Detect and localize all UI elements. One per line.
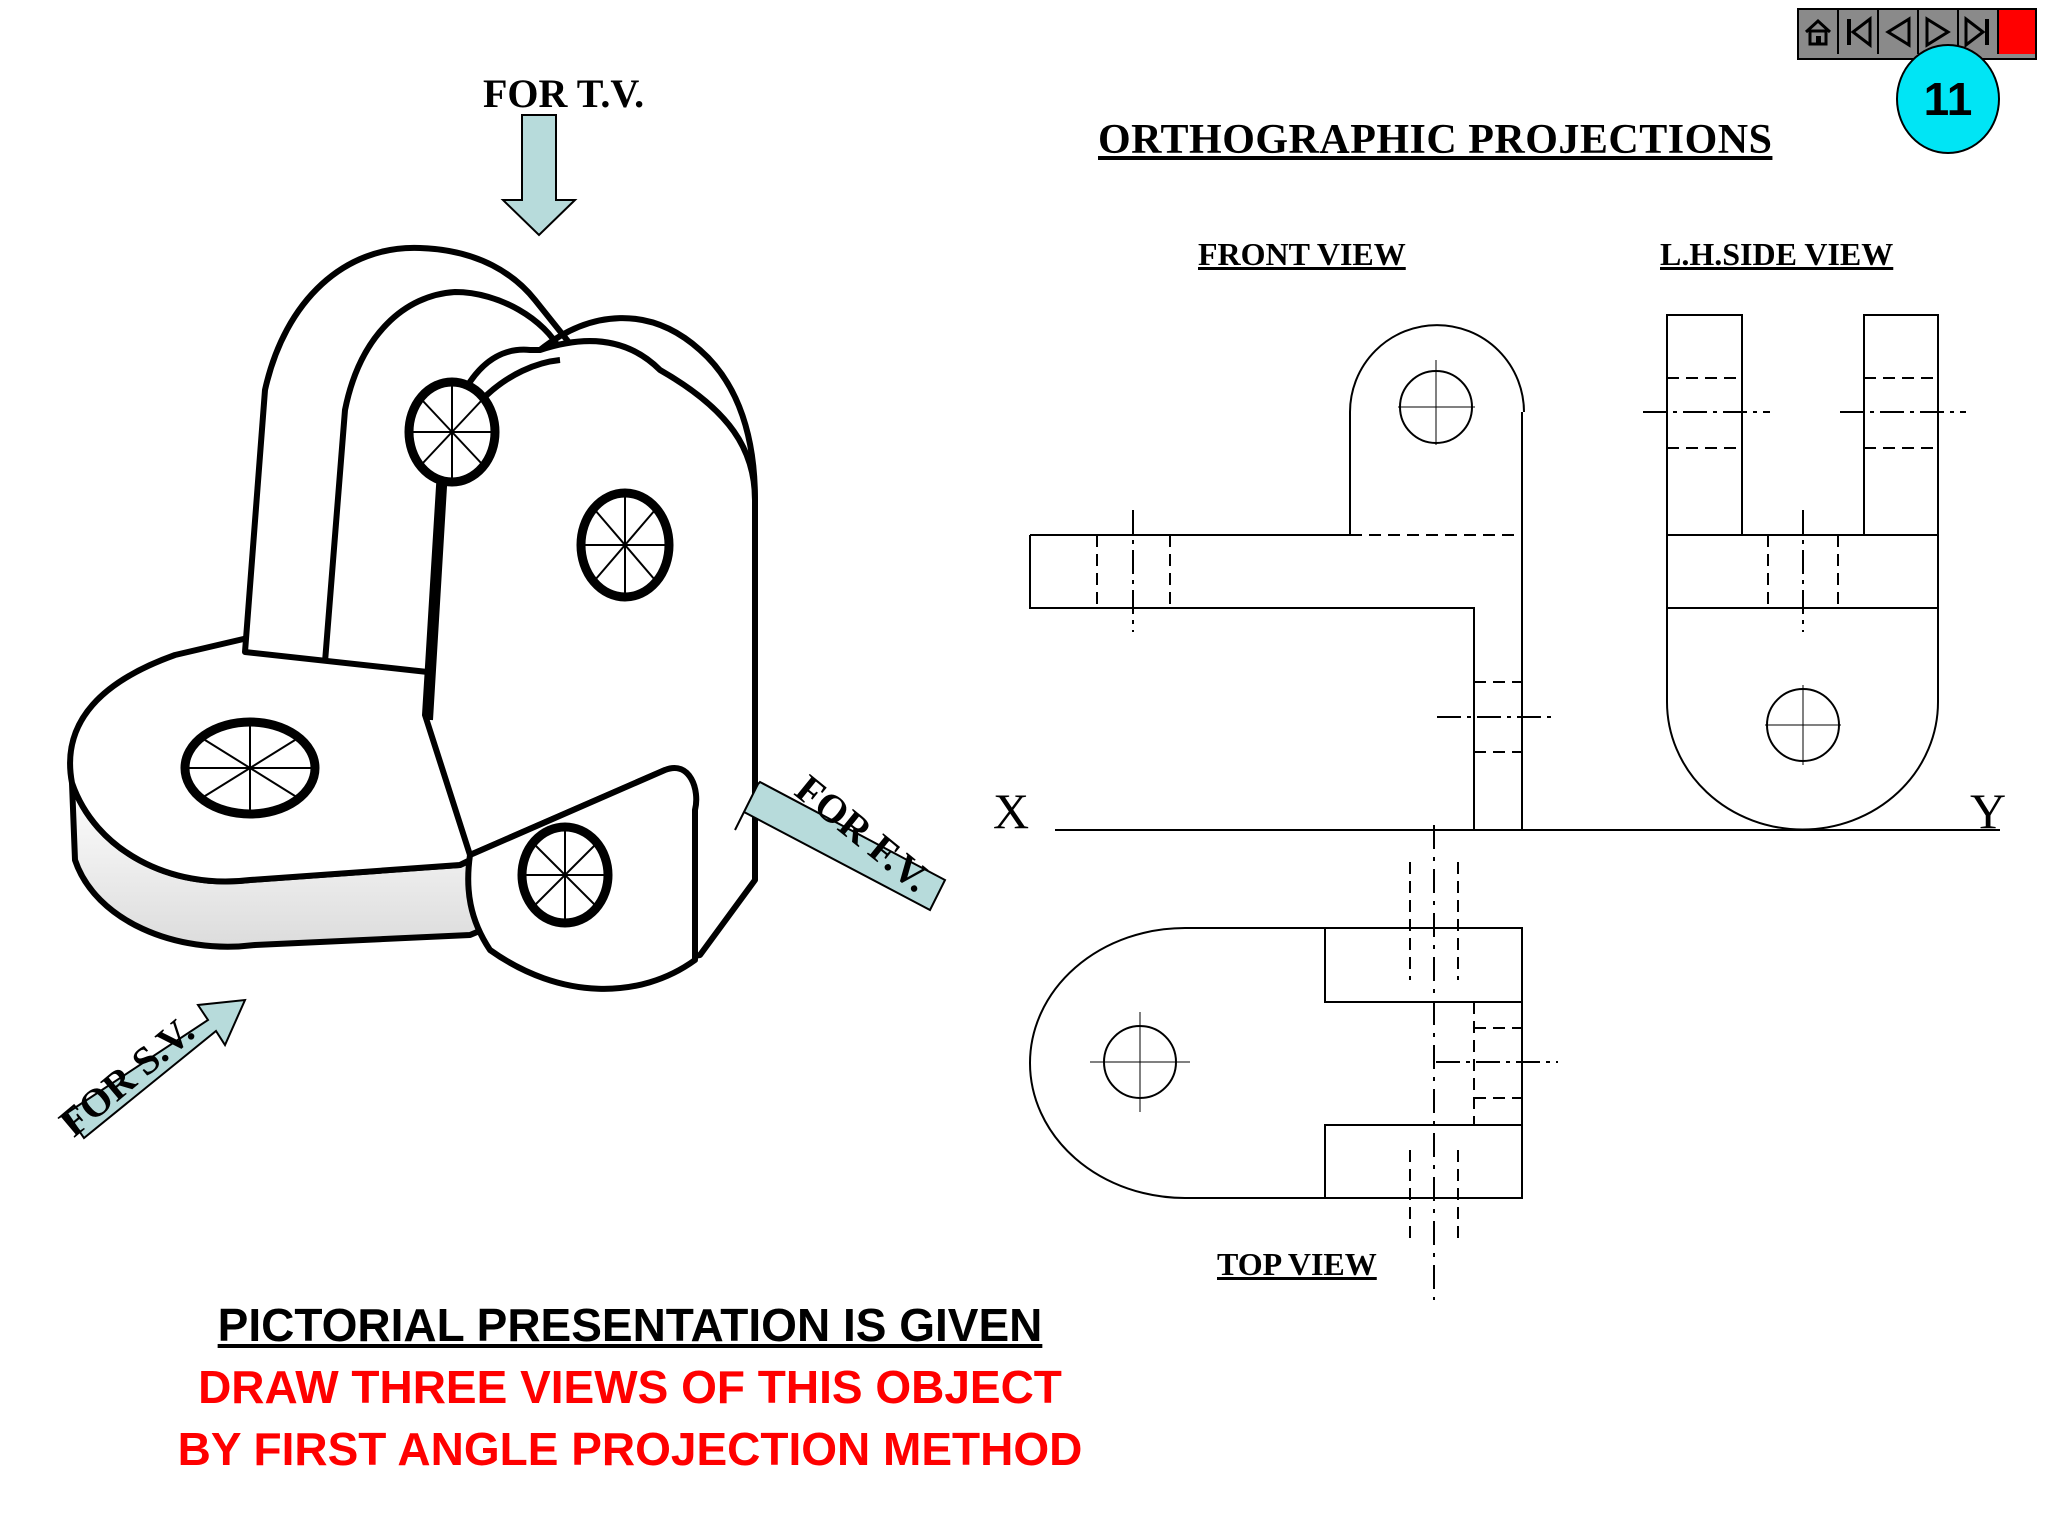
pictorial-object [67,244,758,992]
footer-heading: PICTORIAL PRESENTATION IS GIVEN [217,1299,1043,1351]
footer-instruction-1: DRAW THREE VIEWS OF THIS OBJECT [198,1361,1062,1413]
arrow-for-tv [500,114,578,237]
front-view-drawing [1029,324,1555,831]
y-label: Y [1970,783,2007,839]
first-slide-icon [1847,16,1872,48]
for-tv-label: FOR T.V. [483,71,645,116]
orthographic-views [1029,314,2000,1300]
back-lug-inner-edge [322,289,563,663]
top-view-drawing [1029,825,1558,1300]
page-title: ORTHOGRAPHIC PROJECTIONS [1098,117,1773,163]
front-lug-curve [538,315,758,501]
hole-spokes [188,384,667,920]
top-view-label: TOP VIEW [1217,1246,1377,1282]
x-label: X [993,783,1030,839]
next-slide-icon [1925,16,1951,48]
next-slide-button[interactable] [1919,10,1959,54]
first-slide-button[interactable] [1839,10,1879,54]
side-view-drawing [1643,314,1966,831]
front-view-label: FRONT VIEW [1198,236,1406,272]
last-slide-icon [1964,16,1989,48]
previous-slide-icon [1885,16,1911,48]
previous-slide-button[interactable] [1879,10,1919,54]
home-button[interactable] [1799,10,1839,54]
page-number-badge: 11 [1896,44,2000,154]
arrow-for-sv [65,998,247,1140]
direction-arrows [65,114,947,1140]
arrow-for-fv [734,780,947,912]
footer-instruction-2: BY FIRST ANGLE PROJECTION METHOD [177,1423,1083,1475]
page-number: 11 [1923,73,1973,125]
slide-navigation-bar [1797,8,2037,60]
home-icon [1804,18,1832,46]
last-slide-button[interactable] [1959,10,1999,54]
stop-button[interactable] [1999,10,2035,54]
side-view-label: L.H.SIDE VIEW [1660,236,1894,272]
